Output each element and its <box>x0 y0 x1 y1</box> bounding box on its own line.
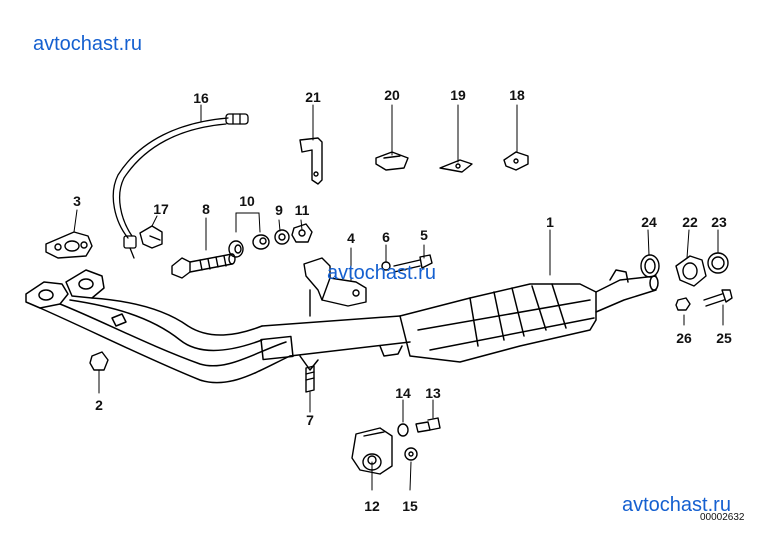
bolt-part-25 <box>703 289 733 307</box>
nut-part-15 <box>404 447 418 461</box>
washer-part-9 <box>274 229 290 245</box>
callout-15: 15 <box>402 498 418 514</box>
rear-pipe <box>595 269 659 313</box>
clamp-part-17 <box>139 225 163 249</box>
callout-25: 25 <box>716 330 732 346</box>
callout-20: 20 <box>384 87 400 103</box>
gasket-part-24 <box>640 254 660 278</box>
ring-part-23 <box>707 252 729 274</box>
nut-part-11 <box>291 223 313 243</box>
watermark: avtochast.ru <box>33 33 142 55</box>
callout-22: 22 <box>682 214 698 230</box>
nut-part-10b <box>252 234 270 250</box>
callout-2: 2 <box>95 397 103 413</box>
callout-17: 17 <box>153 201 169 217</box>
callout-16: 16 <box>193 90 209 106</box>
callout-19: 19 <box>450 87 466 103</box>
plate-part-19 <box>439 159 473 173</box>
callout-9: 9 <box>275 202 283 218</box>
nut-part-2 <box>89 351 109 371</box>
watermark: avtochast.ru <box>622 494 731 516</box>
catalytic-converter <box>399 283 597 363</box>
callout-13: 13 <box>425 385 441 401</box>
callout-12: 12 <box>364 498 380 514</box>
callout-24: 24 <box>641 214 657 230</box>
watermark: avtochast.ru <box>327 262 436 284</box>
diagram-reference-number: 00002632 <box>700 512 745 523</box>
flange-part-22 <box>675 255 707 287</box>
callout-1: 1 <box>546 214 554 230</box>
callout-11: 11 <box>294 202 310 218</box>
callout-23: 23 <box>711 214 727 230</box>
stud-part-7 <box>305 365 315 393</box>
bracket-part-21 <box>299 137 323 185</box>
bolt-part-13 <box>415 417 441 433</box>
callout-18: 18 <box>509 87 525 103</box>
callout-4: 4 <box>347 230 355 246</box>
clip-part-18 <box>503 151 529 171</box>
rubber-mount-part-12 <box>351 427 393 475</box>
bolt-part-8 <box>171 253 236 279</box>
callout-21: 21 <box>305 89 321 105</box>
callout-10: 10 <box>239 193 255 209</box>
bracket-part-4 <box>303 257 367 317</box>
clip-part-20 <box>375 151 409 171</box>
washer-part-14 <box>397 423 409 437</box>
callout-8: 8 <box>202 201 210 217</box>
flange-gasket-part-3 <box>45 231 93 259</box>
bolt-part-5 <box>393 254 433 273</box>
callout-26: 26 <box>676 330 692 346</box>
nut-part-10a <box>228 240 244 258</box>
oxygen-sensor-cable <box>112 113 249 259</box>
callout-6: 6 <box>382 229 390 245</box>
callout-3: 3 <box>73 193 81 209</box>
nut-part-26 <box>675 297 691 311</box>
bolt-part-6 <box>381 261 391 271</box>
callout-5: 5 <box>420 227 428 243</box>
callout-7: 7 <box>306 412 314 428</box>
callout-14: 14 <box>395 385 411 401</box>
front-pipe-assembly <box>25 269 411 384</box>
